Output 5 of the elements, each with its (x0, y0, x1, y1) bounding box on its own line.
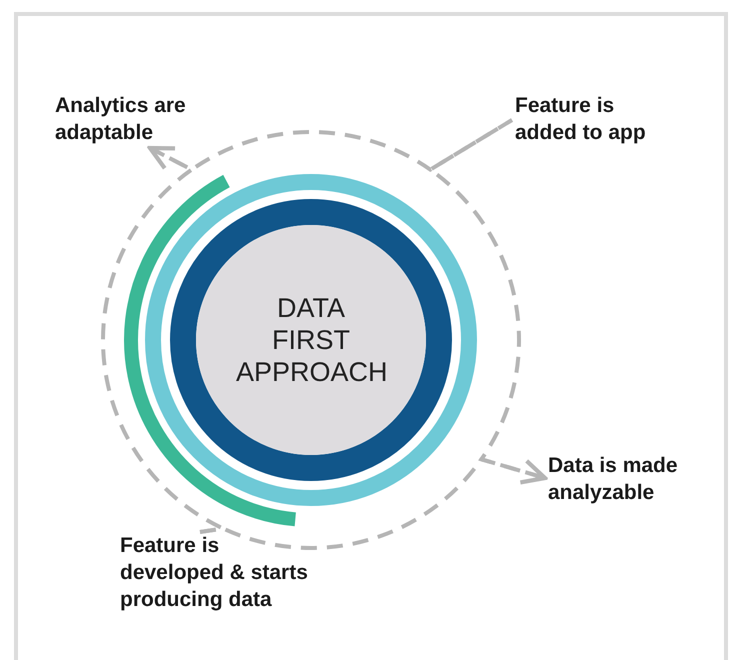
step-label: Feature is developed & starts producing data (120, 532, 320, 613)
center-title: DATA FIRST APPROACH (236, 292, 386, 388)
step-label: Analytics are adaptable (55, 92, 205, 146)
step-label: Feature is added to app (515, 92, 665, 146)
step-label: Data is made analyzable (548, 452, 718, 506)
